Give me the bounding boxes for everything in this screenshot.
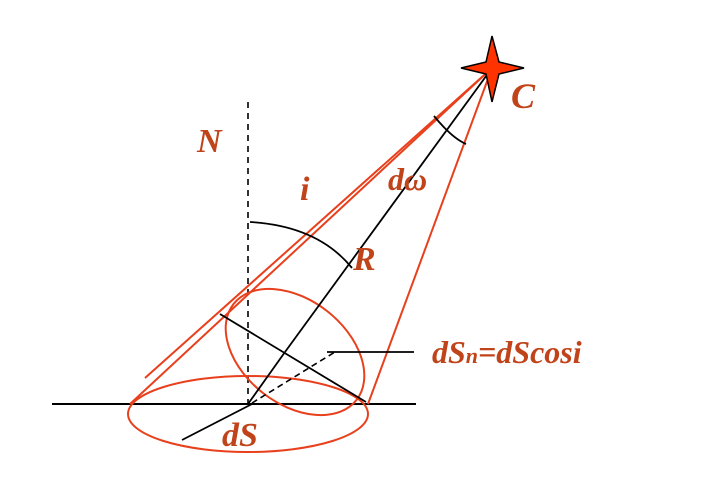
angle-i-label: i — [300, 171, 310, 208]
star-icon — [460, 35, 525, 103]
distance-label: R — [352, 241, 376, 278]
tilted-ellipse — [224, 287, 366, 417]
formula-prefix: dS — [432, 334, 466, 370]
solid-angle-arc — [433, 115, 467, 145]
angle-arc-i — [249, 221, 353, 269]
star-label: C — [511, 76, 536, 116]
formula-rest: =dScosi — [478, 334, 582, 370]
formula-subscript: n — [466, 343, 478, 368]
cone-edge-left-inner — [144, 67, 493, 379]
dashed-segment — [251, 351, 336, 404]
cone-edge-right — [367, 67, 493, 405]
formula-label: dSn=dScosi — [432, 334, 582, 370]
ground-ellipse — [127, 375, 369, 453]
area-label: dS — [222, 417, 258, 454]
tilted-diameter — [219, 313, 367, 403]
ray-R — [284, 67, 493, 353]
ground-diameter — [181, 403, 253, 441]
solid-angle-label: dω — [388, 161, 427, 197]
normal-label: N — [196, 123, 223, 160]
ray-R-lower — [247, 351, 286, 405]
